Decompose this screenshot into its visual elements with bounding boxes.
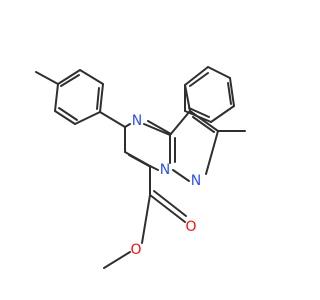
bond-o-methyl [103,251,131,269]
bond-c6-c7-inner [128,154,150,167]
bond-t4-t5 [57,69,81,85]
bond-t6-t1 [99,83,104,113]
bond-ph-inner-b [227,82,232,105]
bond-ph3-ph4 [229,77,235,107]
atom-label-o-ester: O [130,242,141,258]
bond-n4-c3a-inner [147,120,172,135]
bond-t2-t3 [54,110,76,125]
bond-t5-t6 [79,69,104,85]
bond-ph2-ph3 [207,66,231,79]
bond-c7-n8 [149,165,159,171]
bond-c3a-c3 [169,110,191,136]
bond-n8-n1 [172,169,190,182]
bond-c-o-ester [141,194,151,244]
molecule-structure-diagram: N N N O O [35,66,246,269]
bond-ph-inner-a [189,72,209,87]
bond-t3-t4 [54,83,59,112]
atom-labels-group: N N N O O [130,113,201,258]
bond-c3-c2-inner [192,116,215,133]
bond-n4-c3a [143,123,171,136]
atom-label-n1: N [191,173,201,189]
bond-t-inner-b [60,74,80,87]
bond-ph-inner-c [188,107,210,118]
bonds-group [35,66,246,269]
bond-c2-n1 [205,130,219,175]
bond-t1-t2 [74,111,101,125]
bond-ph5-ph6 [184,110,212,123]
bond-c5-tolyl [99,111,126,128]
atom-label-n8: N [160,162,170,178]
atom-label-o-carbonyl: O [185,219,196,235]
atom-label-n4: N [132,113,142,129]
bond-t-inner-c [96,87,100,110]
bond-ph4-ph5 [210,105,235,123]
bond-c-o-carbonyl-b [153,190,187,217]
bond-ph1-ph2 [184,66,209,86]
bond-c-o-carbonyl-a [149,194,186,223]
bond-t-inner-a [58,107,78,121]
bond-t4-methyl [35,71,59,85]
